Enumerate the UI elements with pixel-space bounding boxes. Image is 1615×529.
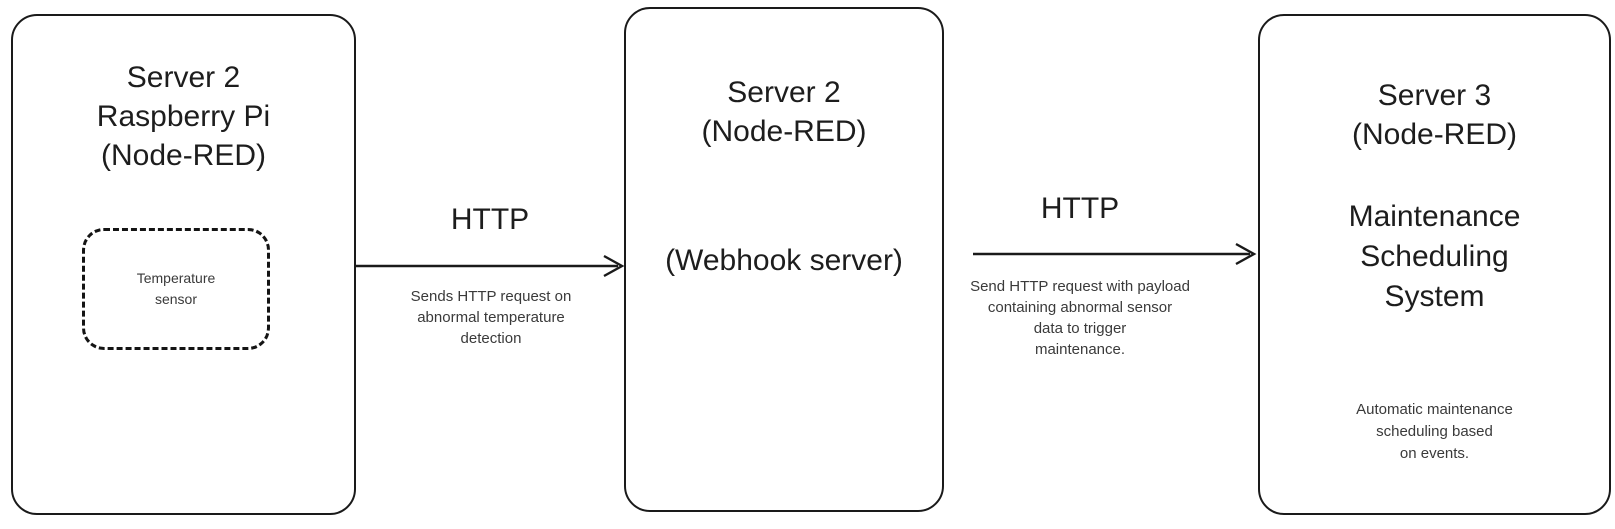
edge-webhook-to-maintenance-protocol-label: HTTP bbox=[1040, 192, 1120, 225]
arrow-right-icon bbox=[354, 254, 626, 278]
temperature-sensor-box[interactable]: Temperature sensor bbox=[82, 228, 270, 350]
node-server2-webhook[interactable]: Server 2 (Node-RED) (Webhook server) bbox=[624, 7, 944, 512]
arrow-right-icon bbox=[973, 242, 1258, 266]
node-server3-maintenance[interactable]: Server 3 (Node-RED) Maintenance Scheduli… bbox=[1258, 14, 1611, 515]
edge-rpi-to-webhook-description: Sends HTTP request on abnormal temperatu… bbox=[410, 288, 572, 347]
node-server2-raspberry-pi[interactable]: Server 2 Raspberry Pi (Node-RED) Tempera… bbox=[11, 14, 356, 515]
node-server2-webhook-title: Server 2 (Node-RED) bbox=[701, 76, 867, 148]
node-server2-raspberry-pi-title: Server 2 Raspberry Pi (Node-RED) bbox=[96, 61, 271, 172]
node-server2-webhook-subtitle: (Webhook server) bbox=[665, 244, 903, 277]
node-server3-maintenance-caption: Automatic maintenance scheduling based o… bbox=[1356, 401, 1513, 462]
edge-webhook-to-maintenance-description: Send HTTP request with payload containin… bbox=[970, 278, 1190, 358]
node-server3-maintenance-title: Server 3 (Node-RED) bbox=[1351, 79, 1518, 151]
edge-rpi-to-webhook-protocol-label: HTTP bbox=[450, 203, 530, 236]
node-server3-maintenance-subtitle: Maintenance Scheduling System bbox=[1348, 200, 1521, 313]
temperature-sensor-label: Temperature sensor bbox=[136, 270, 216, 307]
